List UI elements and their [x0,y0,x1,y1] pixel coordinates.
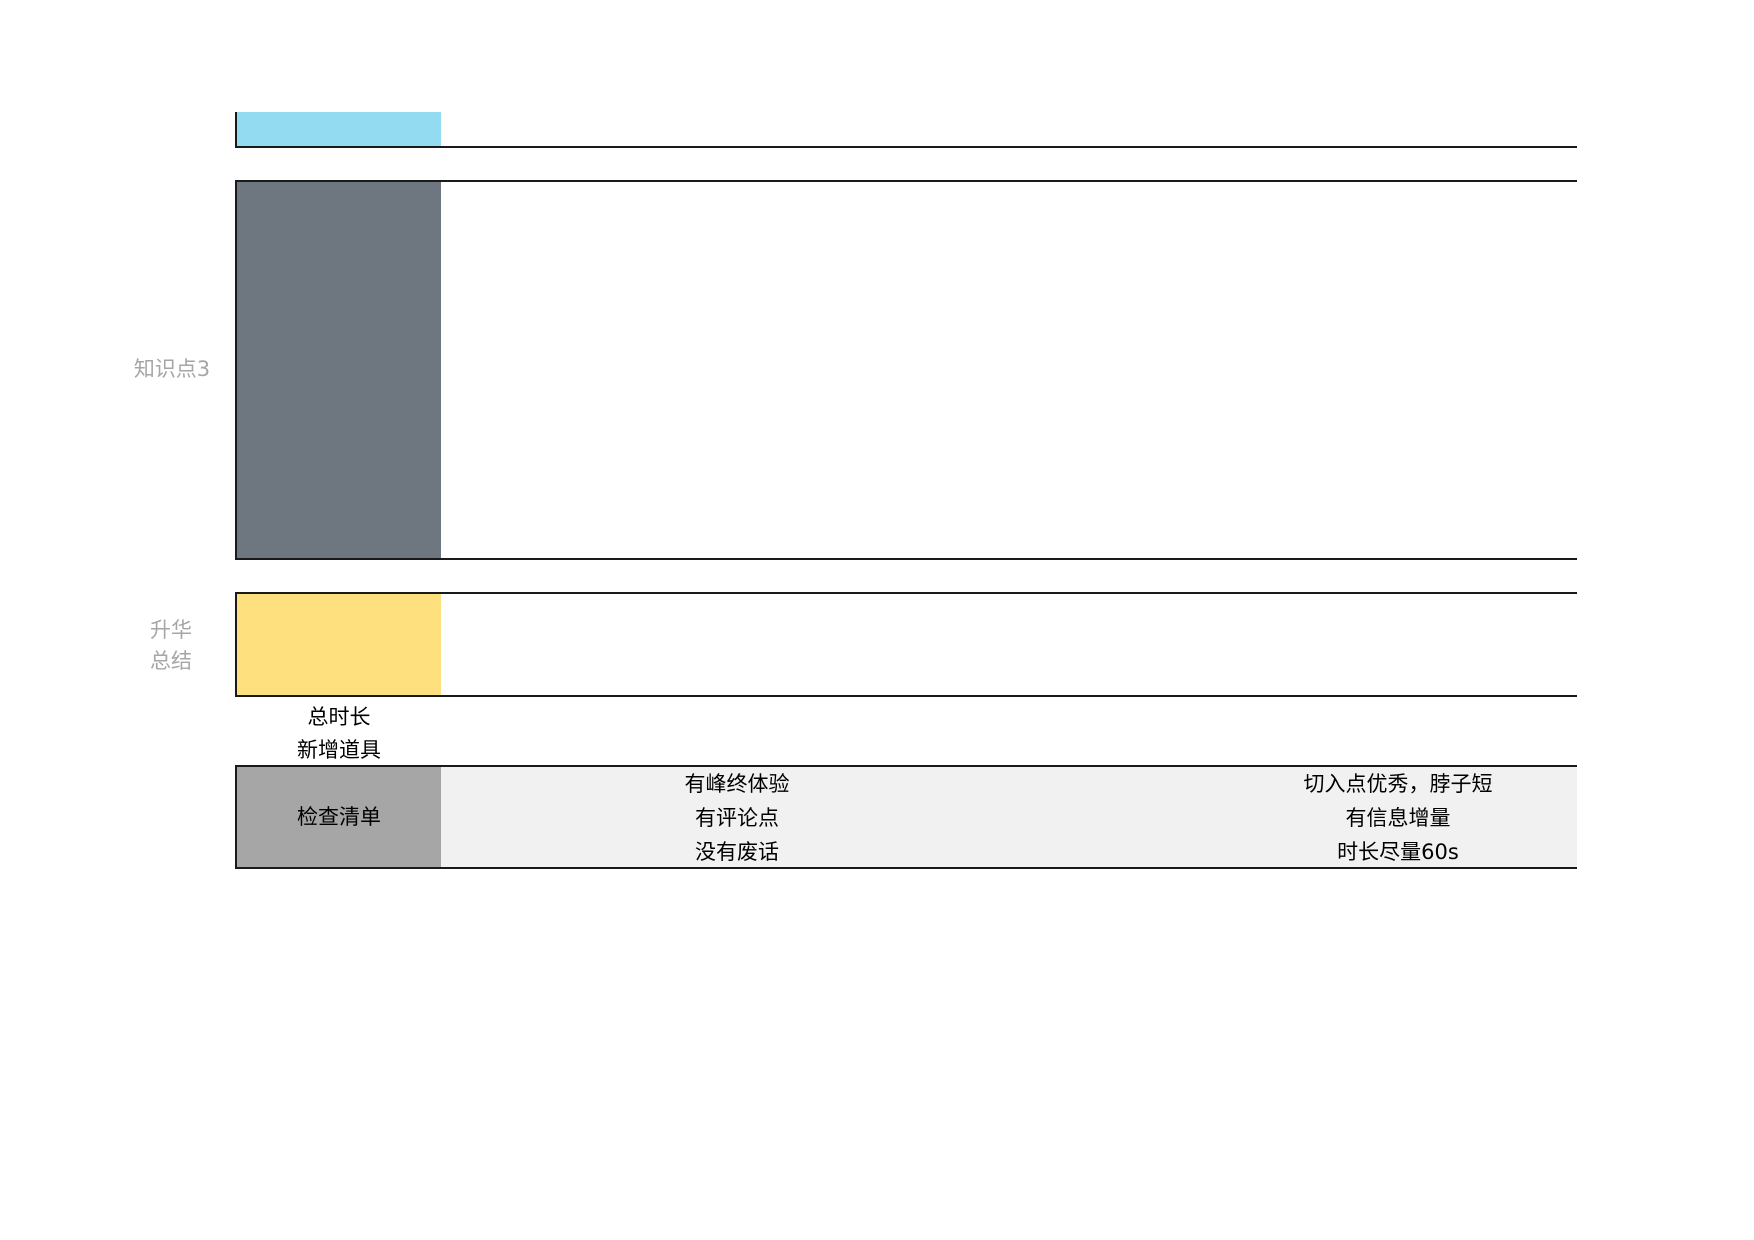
knowledge-bottom-border [236,558,1577,560]
summary-bottom-border [236,695,1577,697]
checklist-header: 检查清单 [297,805,381,829]
checklist-item: 有评论点 [695,806,779,830]
summary-left-border [235,592,237,697]
intro-bottom-border [236,146,1577,148]
checklist-bottom-border [236,867,1577,869]
new-props-label: 新增道具 [297,738,381,762]
summary-top-border [236,592,1577,594]
knowledge-top-border [236,180,1577,182]
knowledge-color-cell [237,182,441,558]
summary-label: 升华 总结 [130,615,212,677]
checklist-item: 有信息增量 [1345,806,1451,830]
knowledge-label: 知识点3 [133,357,211,381]
intro-row [235,112,1577,148]
intro-left-border [235,112,237,148]
summary-label-line2: 总结 [150,649,192,673]
checklist-top-border [236,765,1577,767]
total-duration-label: 总时长 [307,705,371,729]
checklist-item: 有峰终体验 [684,772,790,796]
checklist-header-cell: 检查清单 [237,767,441,867]
checklist-item: 切入点优秀，脖子短 [1303,772,1493,796]
checklist-item: 没有废话 [695,840,779,864]
checklist-body [441,767,1577,867]
intro-color-cell [237,112,441,146]
knowledge-left-border [235,180,237,560]
checklist-right-column: 切入点优秀，脖子短 有信息增量 时长尽量60s [1240,767,1556,869]
checklist-left-column: 有峰终体验 有评论点 没有废话 [580,767,894,869]
summary-label-line1: 升华 [150,618,192,642]
summary-color-cell [237,594,441,695]
checklist-item: 时长尽量60s [1337,840,1459,864]
checklist-left-border [235,765,237,869]
